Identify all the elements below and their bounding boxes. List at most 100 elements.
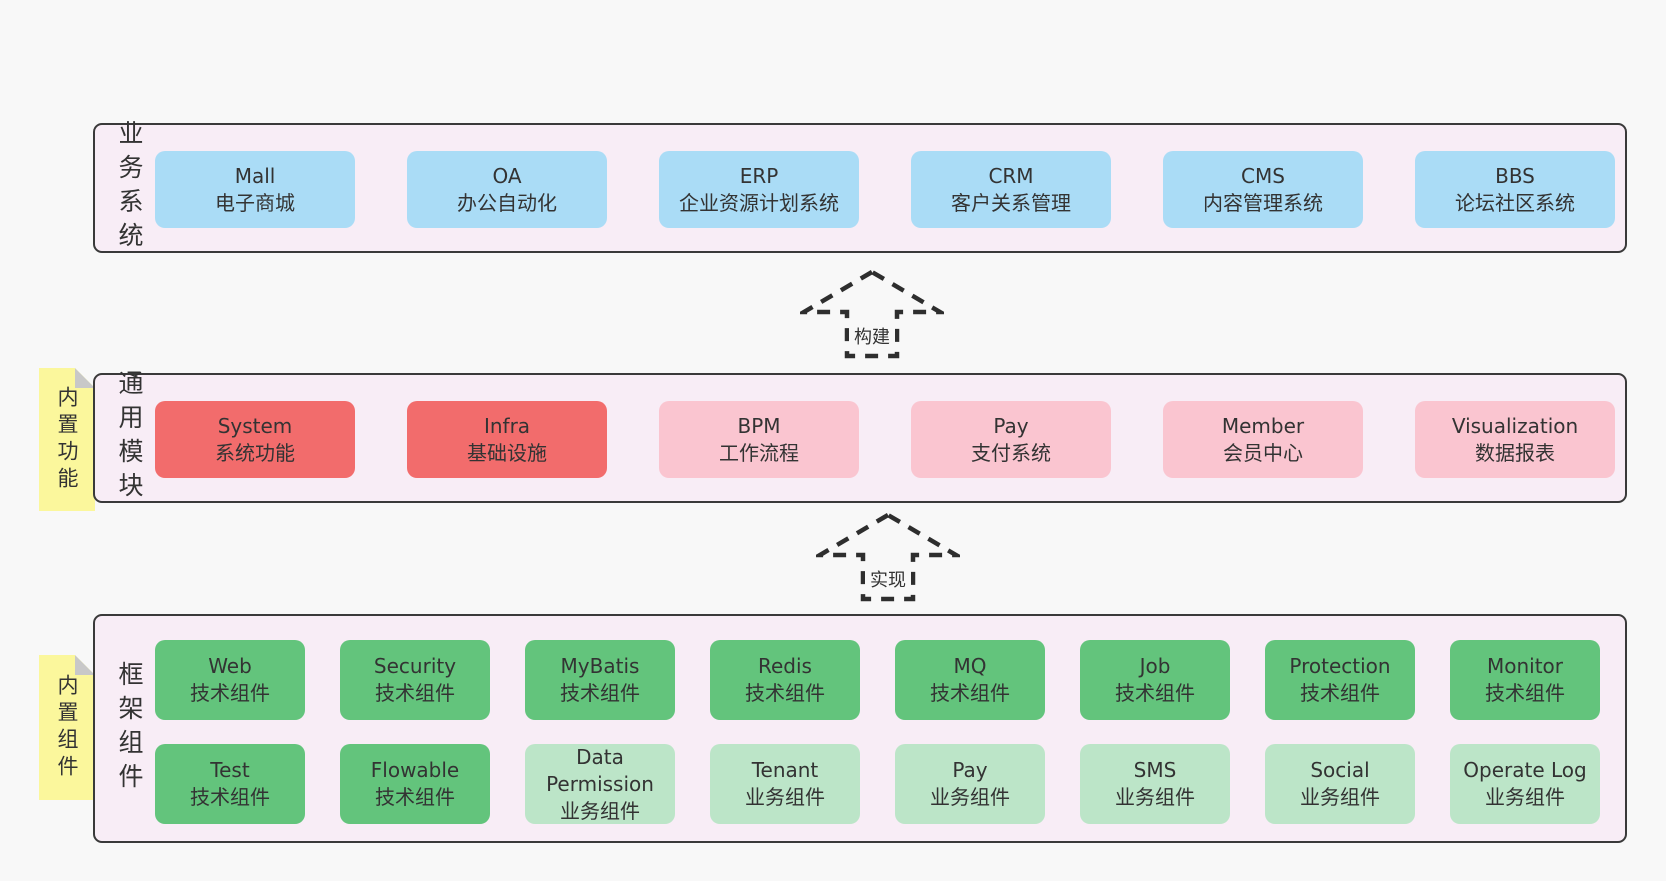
box-subtitle: 技术组件 (930, 681, 1010, 705)
layer-label-common-modules: 通用模块 (115, 370, 144, 506)
box-mq: MQ 技术组件 (895, 640, 1045, 720)
sticky-note-builtin-features: 内置功能 (39, 368, 95, 511)
box-title: Tenant (751, 758, 819, 782)
box-member: Member 会员中心 (1163, 401, 1363, 478)
box-infra: Infra 基础设施 (407, 401, 607, 478)
box-subtitle: 技术组件 (560, 681, 640, 705)
box-title: Security (373, 654, 457, 678)
box-subtitle: 电子商城 (215, 190, 295, 215)
box-pay-component: Pay 业务组件 (895, 744, 1045, 824)
arrow-label-build: 构建 (849, 322, 895, 350)
box-system: System 系统功能 (155, 401, 355, 478)
box-subtitle: 技术组件 (375, 785, 455, 809)
box-subtitle: 企业资源计划系统 (679, 190, 839, 215)
arrow-implement: 实现 (816, 511, 960, 603)
box-subtitle: 客户关系管理 (951, 190, 1071, 215)
box-title: Social (1310, 758, 1370, 782)
box-subtitle: 支付系统 (971, 440, 1051, 465)
box-pay-system: Pay 支付系统 (911, 401, 1111, 478)
box-web: Web 技术组件 (155, 640, 305, 720)
layer-framework-components: 框架组件 Web 技术组件 Security 技术组件 MyBatis 技术组件… (93, 614, 1627, 843)
dashed-up-arrow-icon (800, 269, 944, 359)
box-title: BBS (1495, 163, 1535, 188)
box-subtitle: 技术组件 (745, 681, 825, 705)
box-mybatis: MyBatis 技术组件 (525, 640, 675, 720)
box-title: ERP (739, 163, 779, 188)
box-subtitle: 技术组件 (1115, 681, 1195, 705)
box-subtitle: 数据报表 (1475, 440, 1555, 465)
arrow-label-implement: 实现 (865, 565, 911, 593)
box-title: System (217, 413, 293, 438)
box-social: Social 业务组件 (1265, 744, 1415, 824)
box-redis: Redis 技术组件 (710, 640, 860, 720)
layer-label-framework-components: 框架组件 (115, 660, 144, 797)
box-subtitle: 业务组件 (560, 798, 640, 823)
box-title: Web (208, 654, 252, 678)
box-title: Monitor (1486, 654, 1564, 678)
box-subtitle: 技术组件 (190, 681, 270, 705)
box-title: Redis (758, 654, 812, 678)
sticky-note-label: 内置组件 (55, 673, 79, 782)
box-title: MQ (953, 654, 987, 678)
box-title: Test (210, 758, 250, 782)
box-subtitle: 工作流程 (719, 440, 799, 465)
arrow-build: 构建 (800, 268, 944, 360)
box-title: CRM (988, 163, 1034, 188)
box-title: Infra (483, 413, 531, 438)
box-erp: ERP 企业资源计划系统 (659, 151, 859, 228)
box-title: Data Permission (546, 744, 654, 796)
box-title: Flowable (370, 758, 460, 782)
box-protection: Protection 技术组件 (1265, 640, 1415, 720)
box-subtitle: 技术组件 (1485, 681, 1565, 705)
box-sms: SMS 业务组件 (1080, 744, 1230, 824)
box-title: Operate Log (1463, 758, 1587, 782)
box-security: Security 技术组件 (340, 640, 490, 720)
box-subtitle: 技术组件 (1300, 681, 1380, 705)
box-subtitle: 业务组件 (1485, 785, 1565, 809)
box-subtitle: 论坛社区系统 (1455, 190, 1575, 215)
box-bbs: BBS 论坛社区系统 (1415, 151, 1615, 228)
box-operate-log: Operate Log 业务组件 (1450, 744, 1600, 824)
folded-corner-icon (75, 368, 95, 388)
box-subtitle: 会员中心 (1223, 440, 1303, 465)
box-title: Member (1221, 413, 1305, 438)
box-subtitle: 业务组件 (745, 785, 825, 809)
box-data-permission: Data Permission 业务组件 (525, 744, 675, 824)
box-title: MyBatis (560, 654, 640, 678)
box-title: CMS (1241, 163, 1285, 188)
box-subtitle: 技术组件 (375, 681, 455, 705)
box-mall: Mall 电子商城 (155, 151, 355, 228)
box-title: Protection (1289, 654, 1391, 678)
box-tenant: Tenant 业务组件 (710, 744, 860, 824)
box-job: Job 技术组件 (1080, 640, 1230, 720)
box-crm: CRM 客户关系管理 (911, 151, 1111, 228)
box-title: Pay (993, 413, 1029, 438)
box-monitor: Monitor 技术组件 (1450, 640, 1600, 720)
box-subtitle: 业务组件 (1300, 785, 1380, 809)
box-subtitle: 业务组件 (1115, 785, 1195, 809)
layer-business-systems: 业务系统 Mall 电子商城 OA 办公自动化 ERP 企业资源计划系统 CRM… (93, 120, 1627, 256)
sticky-note-builtin-components: 内置组件 (39, 655, 95, 800)
box-subtitle: 技术组件 (190, 785, 270, 809)
box-subtitle: 内容管理系统 (1203, 190, 1323, 215)
box-subtitle: 系统功能 (215, 440, 295, 465)
dashed-up-arrow-icon (816, 512, 960, 602)
layer-label-business-systems: 业务系统 (115, 120, 144, 256)
box-title: BPM (737, 413, 781, 438)
box-title: Mall (234, 163, 276, 188)
box-oa: OA 办公自动化 (407, 151, 607, 228)
box-title: Pay (952, 758, 988, 782)
box-subtitle: 办公自动化 (457, 190, 557, 215)
box-visualization: Visualization 数据报表 (1415, 401, 1615, 478)
layer-common-modules: 通用模块 System 系统功能 Infra 基础设施 BPM 工作流程 Pay… (93, 370, 1627, 506)
box-bpm: BPM 工作流程 (659, 401, 859, 478)
box-subtitle: 业务组件 (930, 785, 1010, 809)
box-title: SMS (1133, 758, 1177, 782)
box-title: Job (1139, 654, 1171, 678)
box-flowable: Flowable 技术组件 (340, 744, 490, 824)
box-test: Test 技术组件 (155, 744, 305, 824)
box-title: OA (492, 163, 522, 188)
box-subtitle: 基础设施 (467, 440, 547, 465)
box-cms: CMS 内容管理系统 (1163, 151, 1363, 228)
box-title: Visualization (1451, 413, 1579, 438)
